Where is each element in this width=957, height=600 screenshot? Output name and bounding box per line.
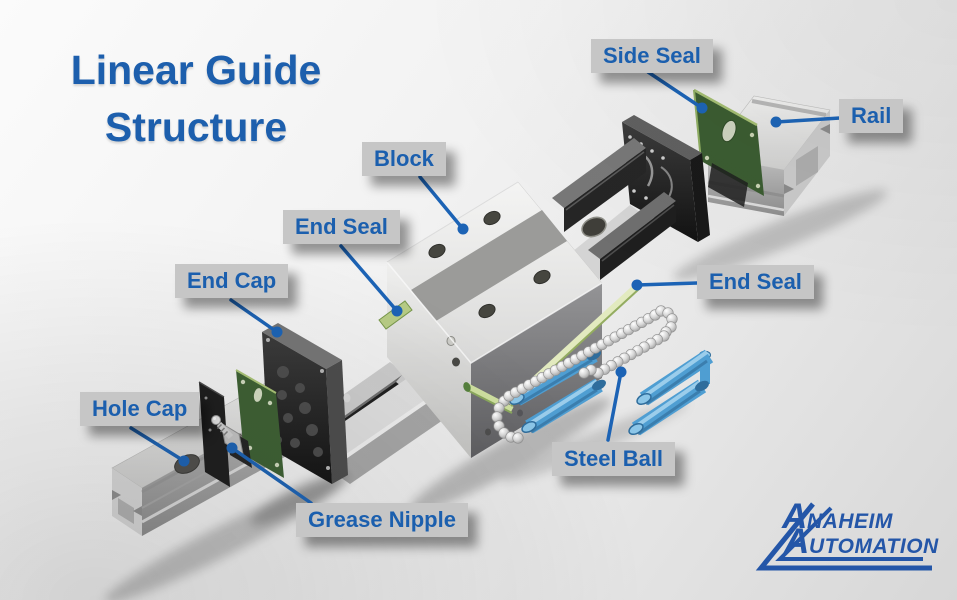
tube (628, 379, 709, 436)
label-grease-nipple: Grease Nipple (296, 503, 468, 537)
diagram-title: Linear Guide Structure (28, 42, 364, 156)
label-rail-text: Rail (851, 103, 892, 128)
logo-utomation: UTOMATION (809, 535, 939, 558)
guide-channel-upper (552, 138, 646, 232)
title-line2: Structure (104, 104, 288, 150)
label-steel-ball: Steel Ball (552, 442, 676, 476)
label-end-seal-left-text: End Seal (295, 214, 388, 239)
leader-end-cap (229, 298, 283, 338)
tube (521, 378, 606, 434)
leader-block (418, 175, 469, 235)
retainer-tubes-right (628, 349, 714, 436)
leader-lines (129, 70, 842, 505)
label-side-seal-text: Side Seal (603, 43, 701, 68)
label-hole-cap: Hole Cap (80, 392, 200, 426)
leader-steel-ball (606, 366, 627, 442)
label-block-text: Block (374, 146, 434, 171)
guide-channel-lower (588, 192, 676, 280)
label-rail: Rail (839, 99, 904, 133)
label-block: Block (362, 142, 446, 176)
logo-swoosh-inner (775, 506, 923, 561)
label-end-seal-right-text: End Seal (709, 269, 802, 294)
label-end-seal-left: End Seal (283, 210, 400, 244)
leader-grease-nipple (226, 442, 313, 505)
label-end-seal-right: End Seal (697, 265, 814, 299)
block-part (386, 181, 603, 458)
steel-ball-chain (491, 305, 678, 444)
leader-side-seal (646, 70, 708, 114)
label-steel-ball-text: Steel Ball (564, 446, 664, 471)
label-side-seal: Side Seal (591, 39, 713, 73)
leader-rail (770, 116, 842, 128)
black-seal-plate-left (198, 381, 230, 487)
logo-swoosh-outer (755, 502, 932, 571)
label-end-cap-text: End Cap (187, 268, 277, 293)
logo-a1: A (781, 497, 807, 536)
logo-a2: A (783, 522, 809, 561)
title-line1: Linear Guide (70, 47, 322, 93)
label-hole-cap-text: Hole Cap (92, 396, 188, 421)
label-end-cap: End Cap (175, 264, 289, 298)
tube (636, 349, 714, 406)
leader-end-seal-left (339, 244, 403, 317)
label-grease-nipple-text: Grease Nipple (308, 507, 456, 532)
logo-naheim: NAHEIM (807, 510, 893, 533)
leader-end-seal-right (631, 279, 699, 291)
leader-hole-cap (129, 426, 190, 467)
anaheim-automation-logo: A NAHEIM A UTOMATION (755, 497, 939, 571)
